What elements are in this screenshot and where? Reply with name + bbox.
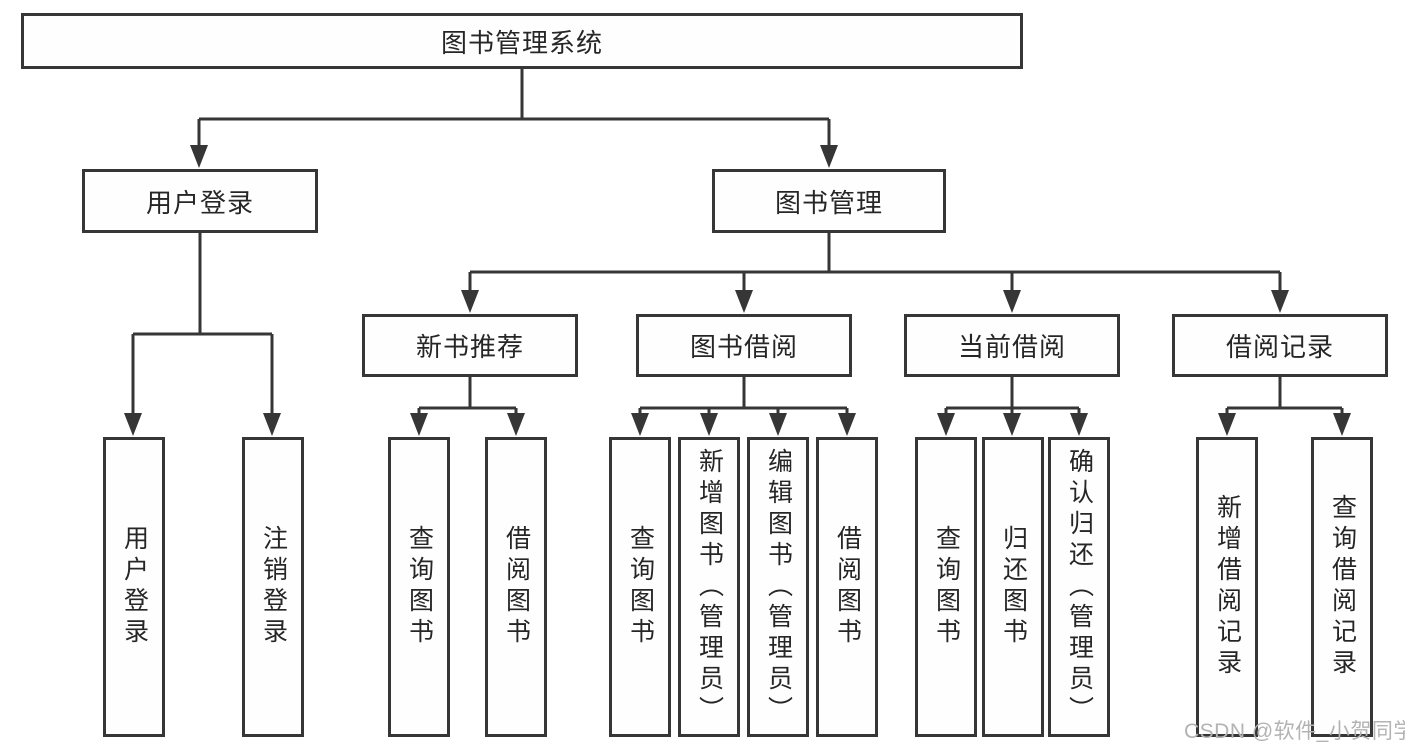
leaf-logout: 注销登录 (242, 437, 304, 737)
leaf-add-borrow-record: 新增借阅记录 (1196, 437, 1258, 737)
leaf-query-books-borrow: 查询图书 (609, 437, 671, 737)
arrowhead-icon (124, 413, 142, 436)
arrowhead-icon (1271, 290, 1289, 313)
arrowhead-icon (507, 413, 525, 436)
node-library-system: 图书管理系统 (21, 13, 1023, 69)
arrowhead-icon (1003, 290, 1021, 313)
leaf-query-borrow-record: 查询借阅记录 (1311, 437, 1373, 737)
arrowhead-icon (735, 290, 753, 313)
arrowhead-icon (937, 413, 955, 436)
connector-user-login-split (131, 233, 274, 415)
connector-borrow-split (638, 377, 849, 415)
connector-recommend-split (417, 377, 518, 415)
arrowhead-icon (631, 413, 649, 436)
arrowhead-icon (1333, 413, 1351, 436)
connector-current-split (944, 377, 1081, 415)
arrowhead-icon (838, 413, 856, 436)
arrowhead-icon (410, 413, 428, 436)
arrowhead-icon (1070, 413, 1088, 436)
arrowhead-icon (820, 145, 838, 168)
leaf-borrow-books-borrow: 借阅图书 (816, 437, 878, 737)
node-book-borrow: 图书借阅 (636, 314, 852, 377)
node-user-login: 用户登录 (82, 169, 318, 233)
leaf-query-books-current: 查询图书 (915, 437, 977, 737)
arrowhead-icon (1003, 413, 1021, 436)
arrowhead-icon (1218, 413, 1236, 436)
arrowheads (124, 145, 1351, 436)
leaf-query-books-recommend: 查询图书 (388, 437, 450, 737)
leaf-user-login: 用户登录 (103, 437, 165, 737)
node-book-management: 图书管理 (712, 169, 946, 233)
node-borrow-records: 借阅记录 (1172, 314, 1388, 377)
arrowhead-icon (190, 145, 208, 168)
node-new-book-recommend: 新书推荐 (362, 314, 578, 377)
connector-records-split (1225, 377, 1344, 415)
arrowhead-icon (461, 290, 479, 313)
leaf-borrow-books-recommend: 借阅图书 (485, 437, 547, 737)
arrowhead-icon (769, 413, 787, 436)
leaf-confirm-return-admin: 确认归还（管理员） (1048, 437, 1110, 737)
connector-root-split (197, 69, 831, 150)
leaf-add-book-admin: 新增图书（管理员） (678, 437, 740, 737)
csdn-watermark: CSDN @软件_小贺同学 (1184, 720, 1405, 743)
node-current-borrow: 当前借阅 (904, 314, 1120, 377)
leaf-edit-book-admin: 编辑图书（管理员） (747, 437, 809, 737)
leaf-return-books: 归还图书 (982, 437, 1044, 737)
arrowhead-icon (700, 413, 718, 436)
connector-book-mgmt-split (468, 233, 1282, 295)
arrowhead-icon (263, 413, 281, 436)
